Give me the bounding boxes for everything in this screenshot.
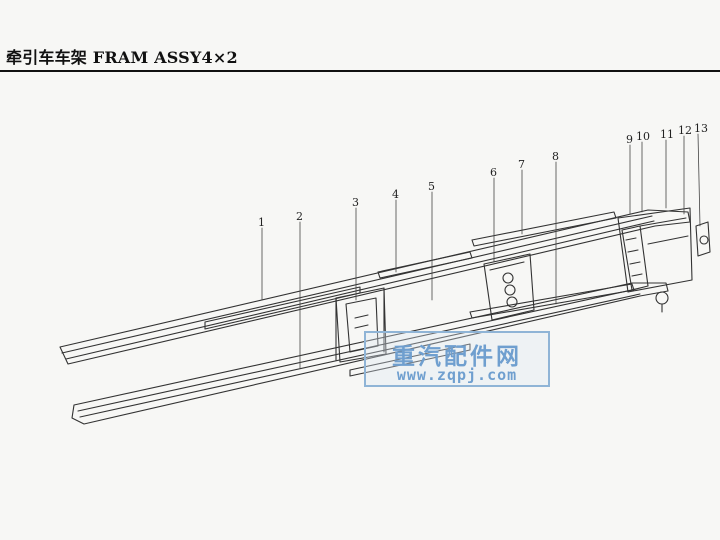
page-title: 牵引车车架 FRAM ASSY4×2 (6, 48, 238, 67)
callout-12: 12 (678, 124, 692, 137)
callout-7: 7 (518, 158, 525, 171)
callout-1: 1 (258, 216, 265, 229)
watermark-name: 重汽配件网 (392, 344, 522, 370)
callout-10: 10 (636, 130, 650, 143)
tow-hook (695, 221, 711, 257)
callout-2: 2 (296, 210, 303, 223)
title-rule (0, 70, 720, 72)
watermark-stamp: 重汽配件网 www.zqpj.com (364, 331, 550, 387)
watermark-url: www.zqpj.com (396, 366, 518, 384)
crossmember-3 (335, 287, 387, 363)
callout-13: 13 (694, 122, 708, 135)
tow-pin (655, 291, 669, 313)
callout-4: 4 (392, 188, 399, 201)
lower-frame-rail (71, 282, 669, 425)
crossmember-6 (483, 253, 535, 321)
callout-11: 11 (660, 128, 674, 141)
reinforcement-strips (377, 211, 635, 319)
callout-8: 8 (552, 150, 559, 163)
callout-6: 6 (490, 166, 497, 179)
rear-crossmember (617, 207, 693, 293)
callout-3: 3 (352, 196, 359, 209)
leader-lines (261, 133, 701, 369)
callout-9: 9 (626, 133, 633, 146)
callout-5: 5 (428, 180, 435, 193)
